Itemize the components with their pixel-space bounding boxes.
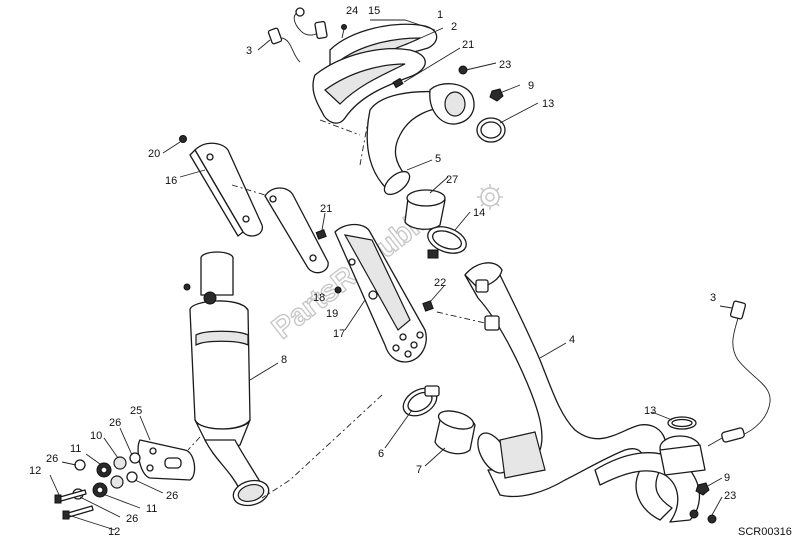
callout-11-a: 11 [70,443,81,455]
callout-7: 7 [416,464,422,476]
part-6-clamp[interactable] [398,383,441,422]
callout-15: 15 [368,5,380,17]
callout-21-top: 21 [462,39,474,51]
callout-9-bottom: 9 [724,472,730,484]
part-5-upper-header-pipe[interactable] [366,83,475,199]
part-23-nut-bottom[interactable] [689,509,717,524]
callout-9-top: 9 [528,80,534,92]
callout-21-mid: 21 [320,203,332,215]
callout-26-d: 26 [126,513,138,525]
part-20-bolt[interactable] [179,135,187,143]
callout-20: 20 [148,148,160,160]
part-18-heat-shield[interactable] [264,187,329,274]
callout-6: 6 [378,448,384,460]
callout-8: 8 [281,354,287,366]
part-9-stud-bottom[interactable] [695,482,710,496]
callout-19: 19 [326,308,338,320]
part-3-lambda-sensor-bottom[interactable] [707,300,771,447]
part-19-bolt[interactable] [334,286,342,294]
part-27-sleeve[interactable] [404,189,446,230]
callout-26-c: 26 [166,490,178,502]
gear-watermark-icon [477,184,503,210]
part-3-lambda-sensor-top[interactable] [267,7,328,63]
part-2-heat-shield[interactable] [312,48,426,124]
part-24-15-fasteners[interactable] [341,24,347,39]
callout-27: 27 [446,174,458,186]
callout-5: 5 [435,153,441,165]
callout-26-b: 26 [46,453,58,465]
callout-17: 17 [333,328,345,340]
part-12-bolts[interactable] [54,489,94,520]
callout-3-top: 3 [246,45,252,57]
callout-labels: 1 2 3 24 15 21 23 9 13 20 16 5 27 14 21 … [29,5,736,538]
callout-12-a: 12 [29,465,41,477]
callout-13-bottom: 13 [644,405,656,417]
callout-23-top: 23 [499,59,511,71]
callout-26-a: 26 [109,417,121,429]
callout-16: 16 [165,175,177,187]
callout-10: 10 [90,430,102,442]
callout-4: 4 [569,334,575,346]
part-22-clip[interactable] [422,300,434,312]
part-21-clip-mid[interactable] [315,229,327,240]
callout-3-bottom: 3 [710,292,716,304]
assembly-lines [187,109,486,499]
callout-22: 22 [434,277,446,289]
callout-2: 2 [451,21,457,33]
part-9-stud-top[interactable] [489,88,504,102]
part-13-gasket-top[interactable] [476,117,506,143]
callout-12-b: 12 [108,526,120,538]
drawing-code: SCR00316 [738,526,792,538]
callout-18: 18 [313,292,325,304]
part-23-nut-top[interactable] [458,65,468,75]
part-25-bracket[interactable] [137,439,196,481]
callout-24: 24 [346,5,358,17]
part-14-clamp[interactable] [424,222,470,259]
part-21-clip-top[interactable] [392,77,404,89]
part-7-sleeve[interactable] [434,408,476,455]
leader-lines [49,19,733,531]
part-17-heat-shield[interactable] [334,223,427,363]
part-8-catalytic-converter[interactable] [183,251,271,509]
callout-23-bottom: 23 [724,490,736,502]
part-13-gasket-bottom[interactable] [667,416,697,430]
part-10-rubber-grommet[interactable] [110,456,127,489]
part-4-main-header-pipe[interactable] [464,262,706,523]
callout-11-b: 11 [146,503,157,515]
part-16-heat-shield[interactable] [189,142,263,237]
callout-13-top: 13 [542,98,554,110]
callout-14: 14 [473,207,485,219]
part-11-grommet[interactable] [92,462,112,498]
callout-1: 1 [437,9,443,21]
callout-25: 25 [130,405,142,417]
